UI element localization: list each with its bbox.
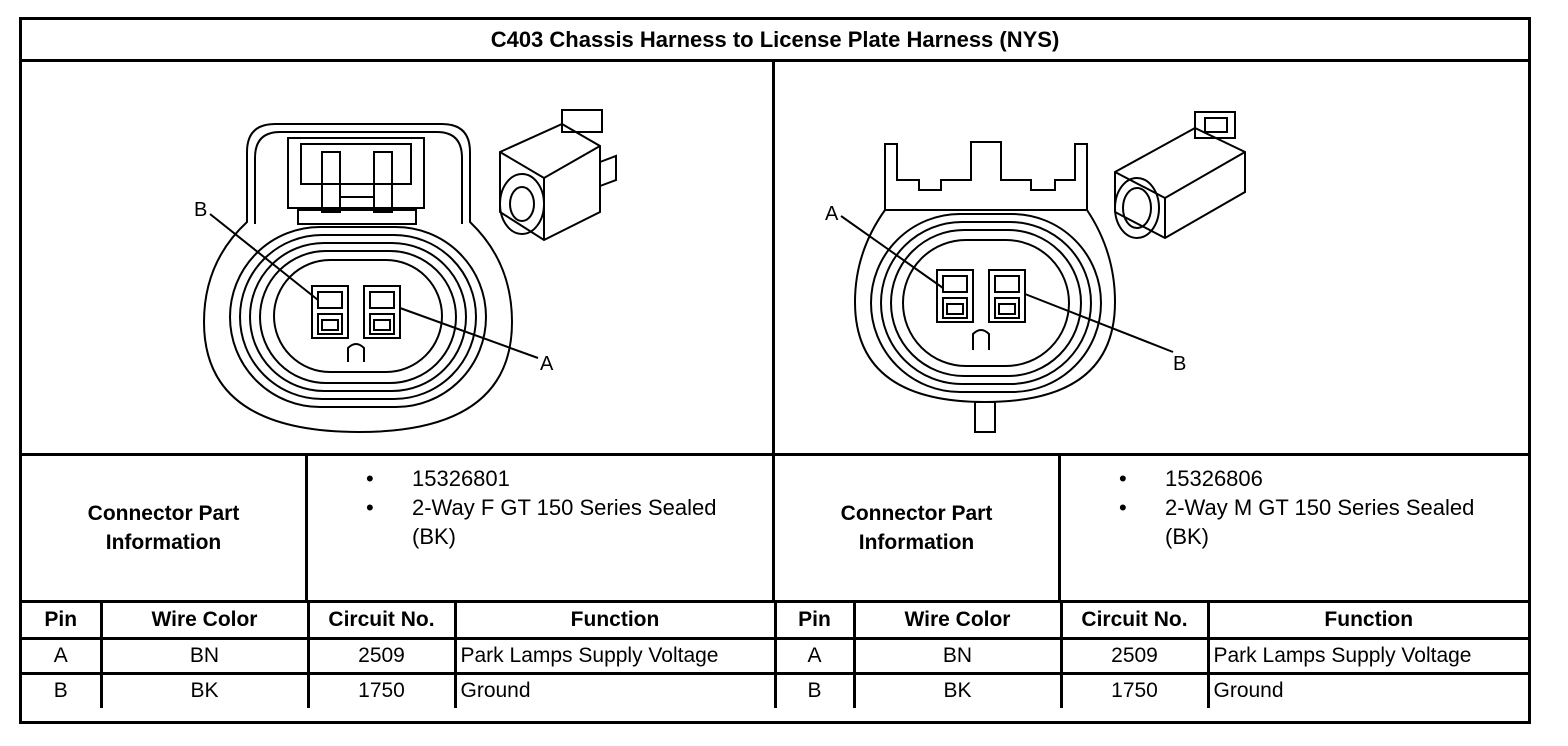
- sheet-title: C403 Chassis Harness to License Plate Ha…: [22, 20, 1528, 62]
- female-connector-panel: B A: [22, 62, 775, 453]
- pin-label-b: B: [1173, 353, 1186, 375]
- header-pin: Pin: [773, 603, 856, 640]
- wire-color-cell: BK: [852, 671, 1063, 708]
- female-connector-thumbnail: [499, 109, 617, 242]
- wire-color-cell: BK: [99, 671, 310, 708]
- male-connector-panel: A B: [775, 62, 1528, 453]
- table-header-row: Pin Wire Color Circuit No. Function Pin …: [22, 603, 1528, 640]
- connector-info-label-text: Connector Part Information: [87, 502, 240, 554]
- pin-label-b: B: [194, 199, 207, 221]
- left-part-description: 2-Way F GT 150 Series Sealed (BK): [308, 493, 742, 551]
- pin-label-a: A: [540, 353, 554, 375]
- pin-label-a: A: [825, 203, 839, 225]
- right-connector-info-label: Connector Part Information: [775, 456, 1061, 600]
- header-circuit-no: Circuit No.: [306, 603, 457, 640]
- wire-color-cell: BN: [852, 636, 1063, 675]
- circuit-cell: 2509: [306, 636, 457, 675]
- connector-part-info-row: Connector Part Information 15326801 2-Wa…: [22, 453, 1528, 603]
- header-pin: Pin: [22, 603, 103, 640]
- header-wire-color: Wire Color: [852, 603, 1063, 640]
- left-part-info: 15326801 2-Way F GT 150 Series Sealed (B…: [308, 456, 775, 600]
- right-part-number: 15326806: [1061, 464, 1528, 493]
- circuit-cell: 1750: [1059, 671, 1210, 708]
- connector-info-label-text: Connector Part Information: [840, 502, 993, 554]
- header-function: Function: [1206, 603, 1528, 640]
- pin-cell: B: [773, 671, 856, 708]
- female-connector-face-drawing: B A: [194, 109, 617, 434]
- left-connector-info-label: Connector Part Information: [22, 456, 308, 600]
- circuit-cell: 2509: [1059, 636, 1210, 675]
- circuit-cell: 1750: [306, 671, 457, 708]
- function-cell: Park Lamps Supply Voltage: [1206, 636, 1528, 675]
- connector-diagram-sheet: C403 Chassis Harness to License Plate Ha…: [19, 17, 1531, 724]
- pin-cell: A: [22, 636, 103, 675]
- pin-cell: B: [22, 671, 103, 708]
- right-part-info: 15326806 2-Way M GT 150 Series Sealed (B…: [1061, 456, 1528, 600]
- wire-color-cell: BN: [99, 636, 310, 675]
- left-part-number: 15326801: [308, 464, 772, 493]
- header-function: Function: [453, 603, 777, 640]
- right-part-description: 2-Way M GT 150 Series Sealed (BK): [1061, 493, 1505, 551]
- pin-table: Pin Wire Color Circuit No. Function Pin …: [22, 603, 1528, 708]
- function-cell: Park Lamps Supply Voltage: [453, 636, 777, 675]
- male-connector-thumbnail: [1114, 111, 1246, 240]
- header-circuit-no: Circuit No.: [1059, 603, 1210, 640]
- function-cell: Ground: [453, 671, 777, 708]
- table-row: B BK 1750 Ground B BK 1750 Ground: [22, 671, 1528, 708]
- function-cell: Ground: [1206, 671, 1528, 708]
- male-connector-face-drawing: A B: [825, 111, 1246, 433]
- table-row: A BN 2509 Park Lamps Supply Voltage A BN…: [22, 636, 1528, 675]
- header-wire-color: Wire Color: [99, 603, 310, 640]
- pin-cell: A: [773, 636, 856, 675]
